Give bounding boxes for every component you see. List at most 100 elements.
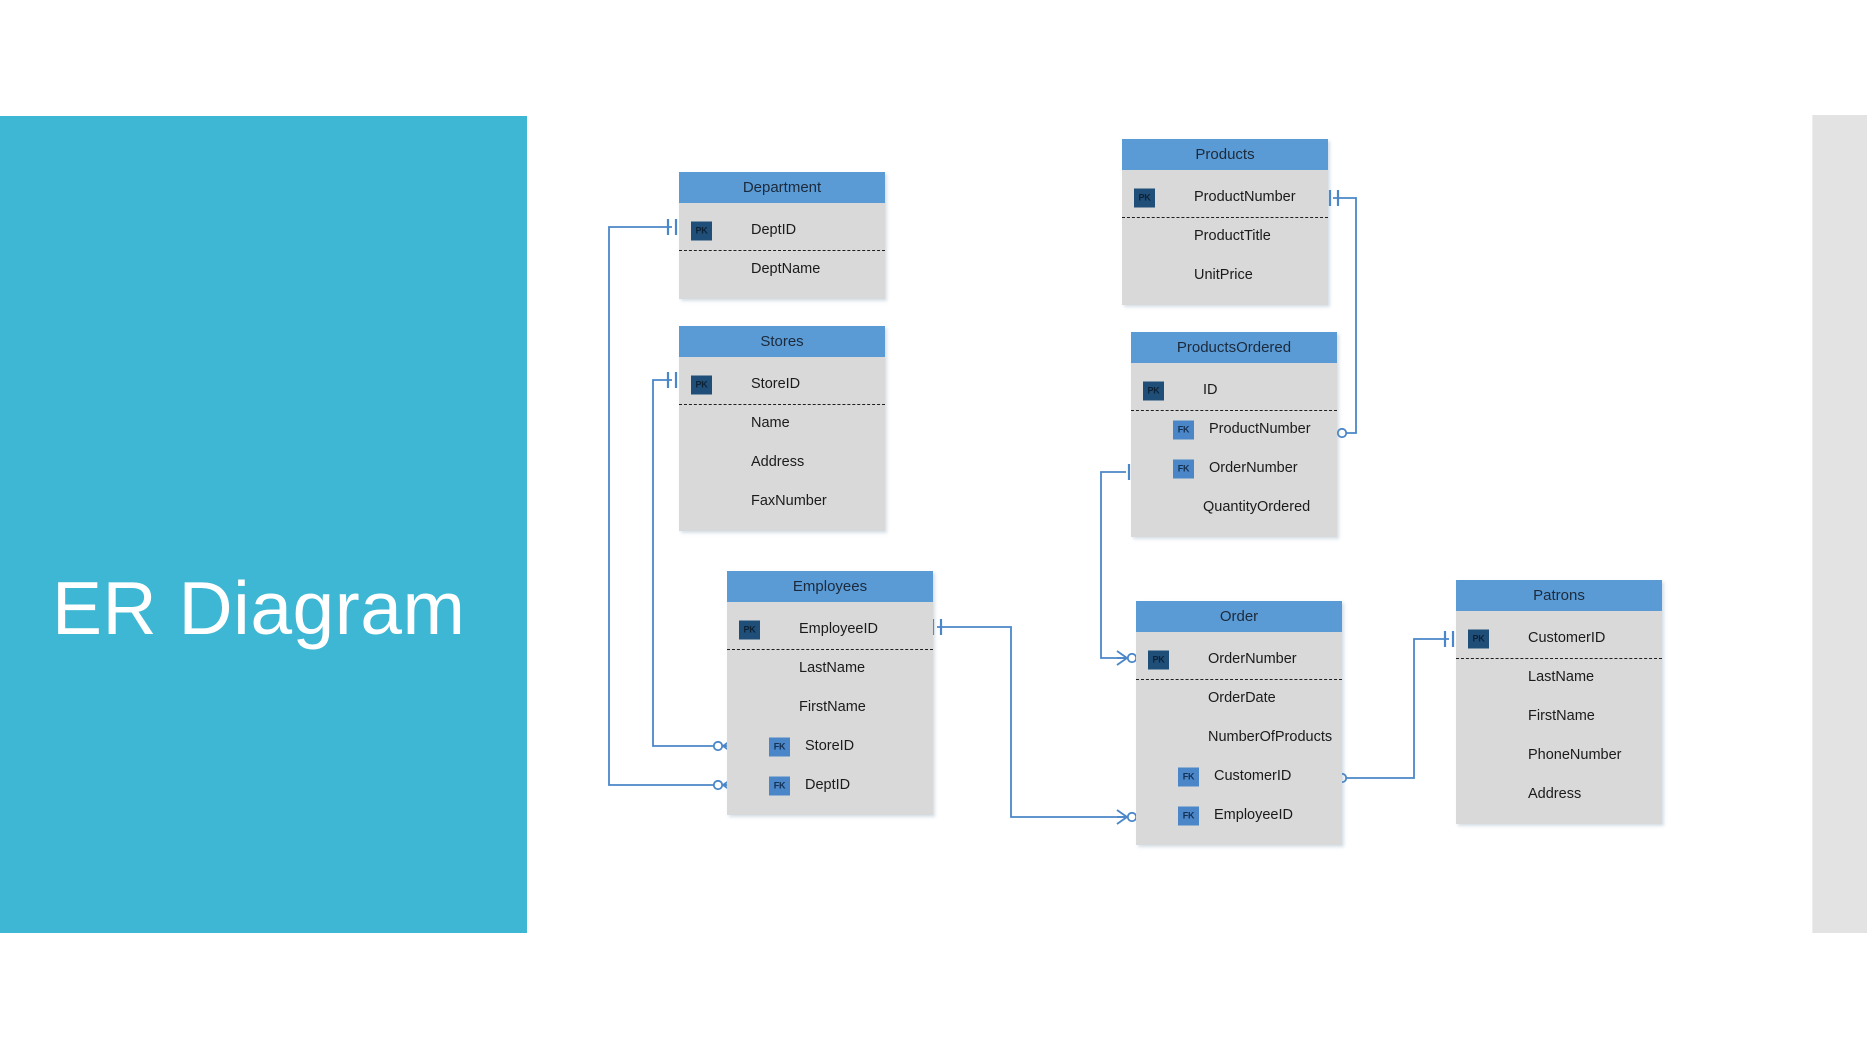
attribute-label: CustomerID xyxy=(1214,768,1292,784)
entity-title-patrons: Patrons xyxy=(1456,580,1662,611)
attribute-row[interactable]: PhoneNumber xyxy=(1456,736,1662,775)
connector-employees-order xyxy=(931,619,1138,825)
attribute-row[interactable]: Address xyxy=(1456,775,1662,814)
attribute-row[interactable]: DeptName xyxy=(679,250,885,289)
key-separator xyxy=(679,404,885,405)
key-separator xyxy=(1456,658,1662,659)
attribute-label: CustomerID xyxy=(1528,630,1606,646)
primary-key-badge: PK xyxy=(1468,629,1489,648)
key-separator xyxy=(1122,217,1328,218)
attribute-label: LastName xyxy=(1528,669,1595,685)
primary-key-badge: PK xyxy=(1148,650,1169,669)
primary-key-badge: PK xyxy=(1143,381,1164,400)
attribute-label: DeptID xyxy=(805,777,851,793)
attribute-label: ID xyxy=(1203,382,1218,398)
attribute-label: OrderNumber xyxy=(1209,460,1298,476)
entity-body-department: PK DeptID DeptName xyxy=(679,203,885,299)
attribute-label: DeptName xyxy=(751,261,821,277)
primary-key-badge: PK xyxy=(1134,188,1155,207)
attribute-row[interactable]: NumberOfProducts xyxy=(1136,718,1342,757)
attribute-label: OrderDate xyxy=(1208,690,1276,706)
attribute-row[interactable]: FK CustomerID xyxy=(1136,757,1342,796)
attribute-row[interactable]: FirstName xyxy=(727,688,933,727)
connector-patrons-order xyxy=(1326,631,1455,786)
foreign-key-badge: FK xyxy=(1178,806,1199,825)
attribute-label: OrderNumber xyxy=(1208,651,1297,667)
attribute-label: PhoneNumber xyxy=(1528,747,1622,763)
attribute-label: StoreID xyxy=(805,738,855,754)
attribute-row[interactable]: PK ProductNumber xyxy=(1122,178,1328,217)
attribute-row[interactable]: OrderDate xyxy=(1136,679,1342,718)
attribute-label: StoreID xyxy=(751,376,801,392)
attribute-label: Address xyxy=(1528,786,1582,802)
entity-title-stores: Stores xyxy=(679,326,885,357)
attribute-label: ProductNumber xyxy=(1209,421,1311,437)
foreign-key-badge: FK xyxy=(1173,420,1194,439)
attribute-label: FirstName xyxy=(799,699,866,715)
attribute-row[interactable]: FK DeptID xyxy=(727,766,933,805)
attribute-label: FirstName xyxy=(1528,708,1595,724)
primary-key-badge: PK xyxy=(691,221,712,240)
attribute-label: DeptID xyxy=(751,222,797,238)
attribute-label: ProductNumber xyxy=(1194,189,1296,205)
key-separator xyxy=(1131,410,1337,411)
attribute-row[interactable]: PK DeptID xyxy=(679,211,885,250)
foreign-key-badge: FK xyxy=(769,776,790,795)
attribute-label: Name xyxy=(751,415,790,431)
attribute-label: Address xyxy=(751,454,805,470)
attribute-label: LastName xyxy=(799,660,866,676)
right-edge-strip xyxy=(1812,115,1867,933)
attribute-row[interactable]: FirstName xyxy=(1456,697,1662,736)
foreign-key-badge: FK xyxy=(769,737,790,756)
attribute-row[interactable]: QuantityOrdered xyxy=(1131,488,1337,527)
title-panel: ER Diagram xyxy=(0,116,527,933)
attribute-label: FaxNumber xyxy=(751,493,827,509)
page-title: ER Diagram xyxy=(52,566,466,650)
entity-title-department: Department xyxy=(679,172,885,203)
attribute-row[interactable]: FK OrderNumber xyxy=(1131,449,1337,488)
attribute-row[interactable]: FK StoreID xyxy=(727,727,933,766)
foreign-key-badge: FK xyxy=(1173,459,1194,478)
entity-title-order: Order xyxy=(1136,601,1342,632)
attribute-row[interactable]: PK EmployeeID xyxy=(727,610,933,649)
primary-key-badge: PK xyxy=(739,620,760,639)
attribute-row[interactable]: FK ProductNumber xyxy=(1131,410,1337,449)
attribute-label: ProductTitle xyxy=(1194,228,1271,244)
attribute-row[interactable]: PK ID xyxy=(1131,371,1337,410)
attribute-row[interactable]: LastName xyxy=(1456,658,1662,697)
attribute-row[interactable]: FaxNumber xyxy=(679,482,885,521)
attribute-label: EmployeeID xyxy=(799,621,878,637)
primary-key-badge: PK xyxy=(691,375,712,394)
attribute-row[interactable]: UnitPrice xyxy=(1122,256,1328,295)
entity-title-products: Products xyxy=(1122,139,1328,170)
attribute-label: UnitPrice xyxy=(1194,267,1253,283)
attribute-row[interactable]: PK OrderNumber xyxy=(1136,640,1342,679)
attribute-row[interactable]: PK StoreID xyxy=(679,365,885,404)
key-separator xyxy=(727,649,933,650)
attribute-row[interactable]: PK CustomerID xyxy=(1456,619,1662,658)
attribute-row[interactable]: Address xyxy=(679,443,885,482)
attribute-row[interactable]: ProductTitle xyxy=(1122,217,1328,256)
attribute-row[interactable]: LastName xyxy=(727,649,933,688)
key-separator xyxy=(679,250,885,251)
foreign-key-badge: FK xyxy=(1178,767,1199,786)
entity-title-employees: Employees xyxy=(727,571,933,602)
attribute-label: NumberOfProducts xyxy=(1208,729,1333,745)
key-separator xyxy=(1136,679,1342,680)
attribute-row[interactable]: Name xyxy=(679,404,885,443)
attribute-label: QuantityOrdered xyxy=(1203,499,1311,515)
